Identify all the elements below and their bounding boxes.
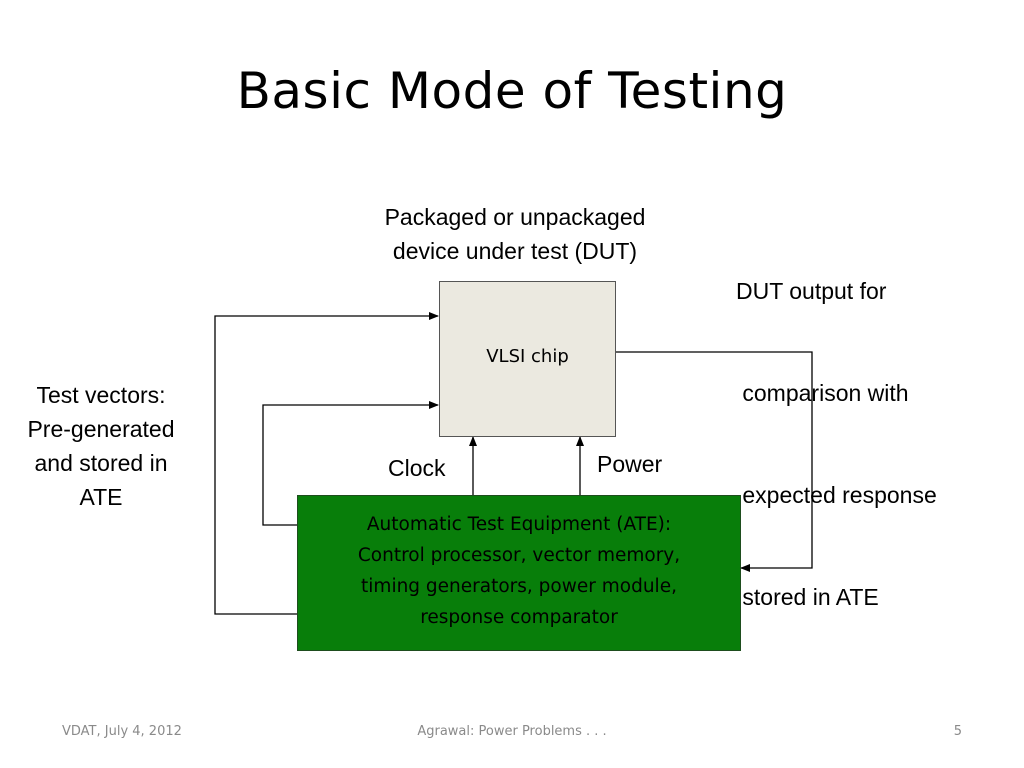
footer-date: VDAT, July 4, 2012 [62,724,182,739]
test-vectors-caption: Test vectors: Pre-generated and stored i… [4,378,198,514]
test-vector-line-inner [262,401,439,526]
footer-title: Agrawal: Power Problems . . . [417,724,607,739]
vlsi-chip-box: VLSI chip [439,281,616,437]
test-vector-line-outer [214,312,439,615]
power-label: Power [597,451,663,477]
vectors-caption-line: Test vectors: [36,382,166,408]
output-caption-line: comparison with [736,380,909,406]
clock-label: Clock [388,455,446,481]
slide-title: Basic Mode of Testing [236,62,788,120]
dut-output-line [614,351,813,572]
vectors-caption-line: ATE [79,484,123,510]
dut-caption: Packaged or unpackaged device under test… [340,200,690,268]
vectors-caption-line: Pre-generated [27,416,175,442]
ate-text-line: timing generators, power module, [361,576,677,597]
ate-text-line: Automatic Test Equipment (ATE): [366,514,672,535]
output-caption-line: stored in ATE [736,584,879,610]
output-caption-line: expected response [736,482,937,508]
vectors-caption-line: and stored in [34,450,168,476]
dut-caption-line: device under test (DUT) [392,238,638,264]
page-number: 5 [953,724,962,739]
chip-label: VLSI chip [486,346,569,367]
ate-text-line: response comparator [420,607,618,628]
dut-caption-line: Packaged or unpackaged [384,204,646,230]
ate-text-line: Control processor, vector memory, [357,545,681,566]
output-caption-line: DUT output for [736,278,887,304]
dut-output-caption: DUT output for comparison with expected … [736,206,1006,648]
ate-box: Automatic Test Equipment (ATE): Control … [297,495,741,651]
